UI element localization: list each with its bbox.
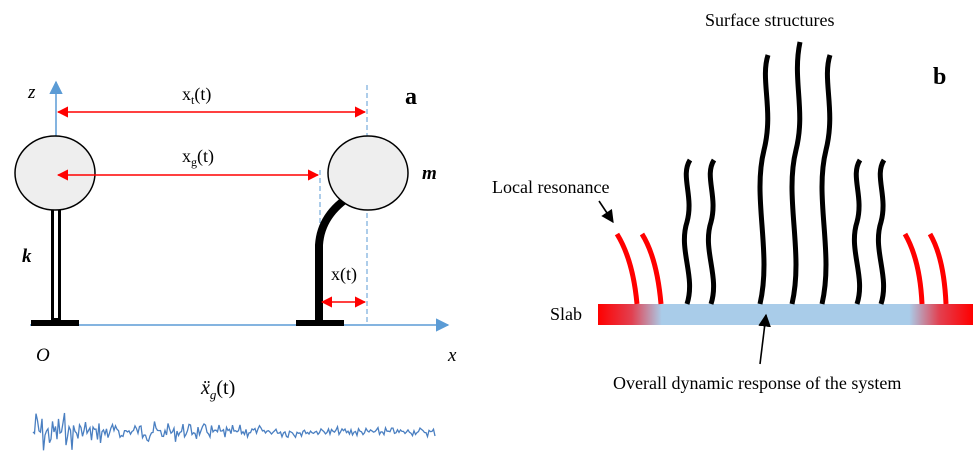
structure-6 bbox=[851, 158, 863, 305]
slab bbox=[598, 304, 973, 325]
structure-3 bbox=[757, 54, 771, 305]
right-mass bbox=[327, 135, 409, 211]
slab-label: Slab bbox=[550, 304, 582, 324]
panel-a-label: a bbox=[405, 84, 417, 110]
ground-acceleration-signal bbox=[32, 412, 436, 451]
left-base-plate bbox=[31, 320, 79, 326]
relative-displacement-label: x(t) bbox=[331, 264, 357, 285]
left-resonator-inner bbox=[639, 232, 664, 305]
local-resonance-label: Local resonance bbox=[492, 177, 609, 197]
left-mass bbox=[14, 135, 96, 211]
structure-7 bbox=[875, 158, 887, 305]
right-resonator-inner bbox=[902, 232, 925, 305]
panel-a: a z x O k m xt(t) xg(t) x(t) ẍg(t) bbox=[14, 80, 457, 451]
right-bent-column bbox=[315, 191, 355, 322]
panel-b-label: b bbox=[933, 64, 946, 90]
structure-2 bbox=[705, 158, 717, 305]
system-response-caption: Overall dynamic response of the system bbox=[613, 373, 901, 393]
right-resonator-outer bbox=[927, 232, 949, 305]
structure-1 bbox=[681, 158, 693, 305]
z-axis-label: z bbox=[27, 82, 36, 103]
xt-label: xt(t) bbox=[182, 84, 211, 107]
mass-label: m bbox=[422, 163, 437, 184]
ground-acceleration-label: ẍg(t) bbox=[200, 377, 235, 402]
local-resonance-arrow bbox=[598, 200, 614, 224]
stiffness-label: k bbox=[22, 246, 32, 267]
structure-4 bbox=[789, 41, 803, 305]
left-spring-column-core bbox=[54, 200, 58, 318]
right-base-plate bbox=[296, 320, 344, 326]
system-response-arrow bbox=[758, 313, 771, 365]
origin-label: O bbox=[36, 345, 50, 366]
left-resonator-outer bbox=[614, 232, 640, 305]
surface-structures-title: Surface structures bbox=[705, 10, 834, 30]
x-axis-label: x bbox=[447, 345, 457, 366]
panel-b: b Surface structures Slab Local resonanc… bbox=[492, 10, 973, 393]
xg-label: xg(t) bbox=[182, 146, 214, 169]
structure-5 bbox=[819, 54, 833, 305]
